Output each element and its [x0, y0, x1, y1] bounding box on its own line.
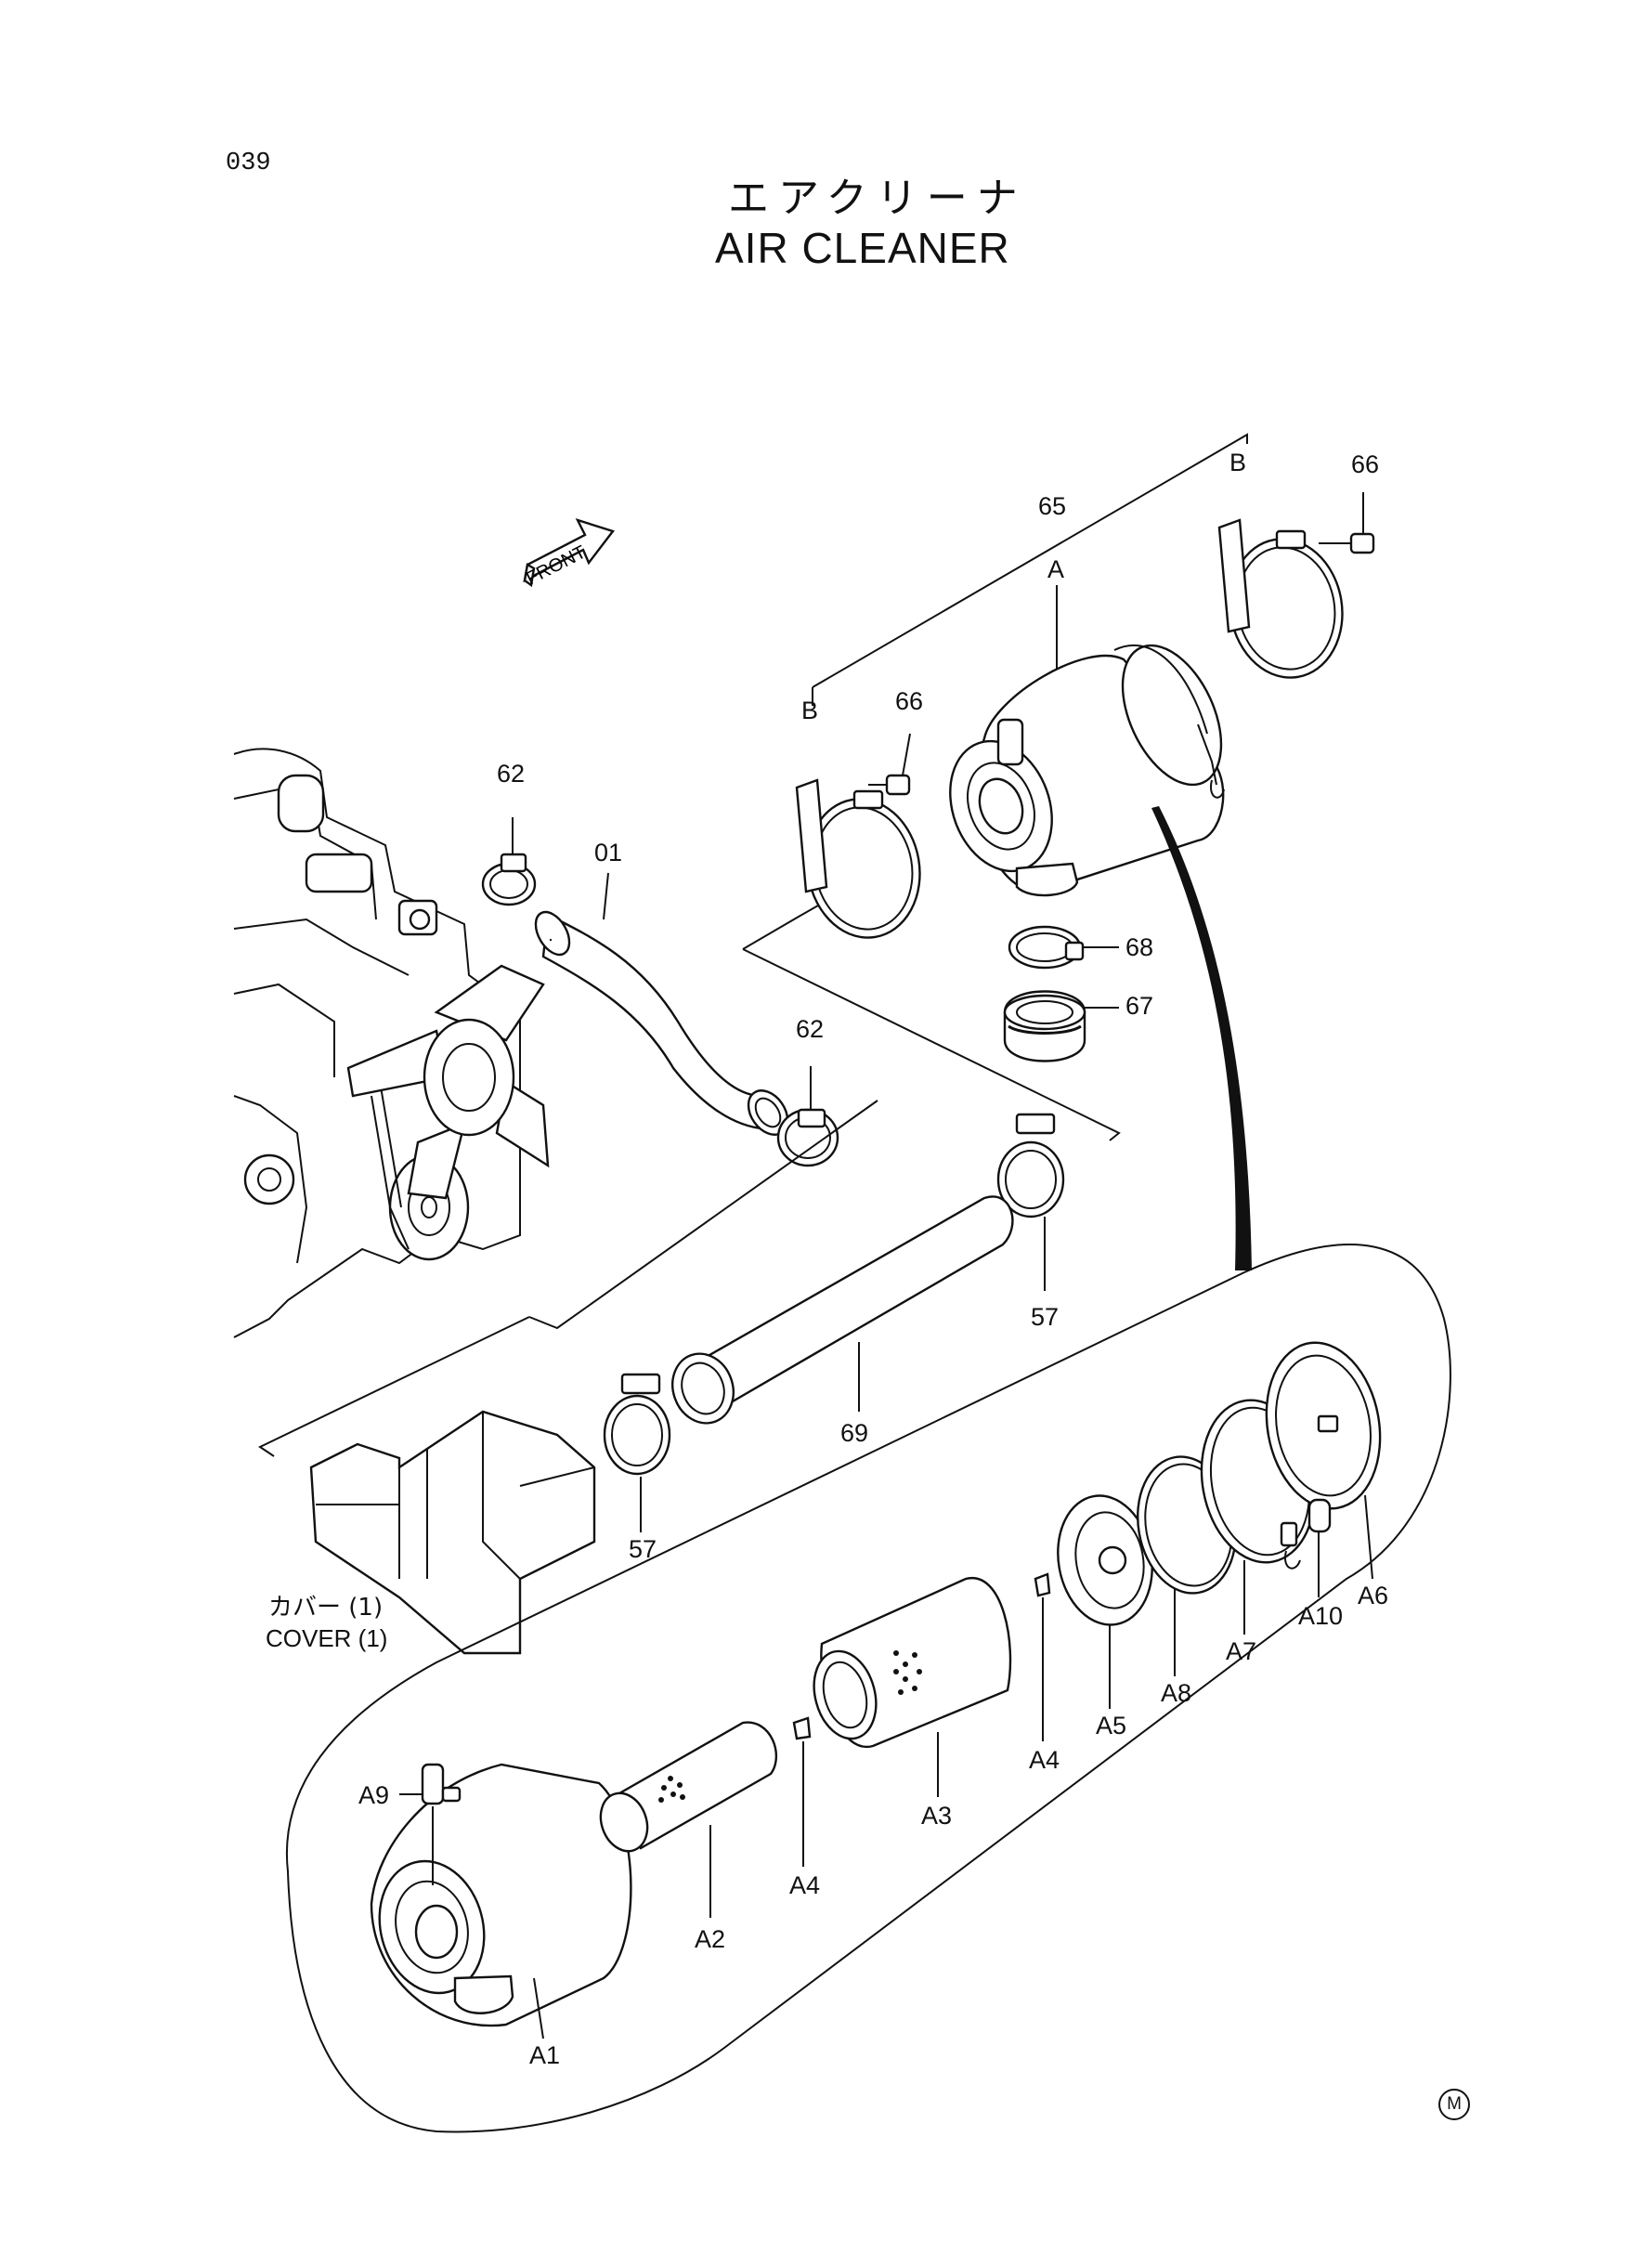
front-arrow-icon: FRONT [523, 518, 615, 589]
callout-a7: A7 [1226, 1637, 1257, 1665]
callout-68: 68 [1125, 933, 1154, 961]
callout-62-lower: 62 [796, 1015, 825, 1043]
safety-element-a2 [599, 1721, 778, 1918]
clamp-68 [1008, 925, 1119, 970]
callout-57-lower: 57 [629, 1535, 657, 1563]
footer-circled-mark: M [1438, 2089, 1470, 2120]
bolt-66-left [868, 733, 911, 796]
cover-note-japanese: カバー (1) [268, 1594, 384, 1622]
dust-cap-a6 [1265, 1341, 1382, 1580]
callout-a9: A9 [358, 1781, 390, 1809]
rubber-elbow-67 [1003, 990, 1119, 1062]
hose-clamp-57-lower [603, 1373, 671, 1532]
callout-b-left: B [801, 697, 819, 724]
callout-65: 65 [1038, 492, 1067, 520]
callout-66-right: 66 [1351, 450, 1380, 478]
main-element-a3 [813, 1576, 1012, 1797]
end-cover-a5 [1057, 1494, 1153, 1709]
callout-69: 69 [840, 1419, 869, 1447]
housing-a1 [370, 1763, 632, 2039]
wing-nut-a4-lower [792, 1716, 812, 1867]
callout-66-left: 66 [895, 687, 924, 715]
hose-clamp-62-upper [481, 817, 537, 906]
assembly-frame-lines [257, 433, 1248, 1457]
wing-nut-a4-upper [1034, 1572, 1051, 1741]
callout-a10: A10 [1298, 1602, 1344, 1630]
exploded-view-leader [1151, 806, 1252, 1270]
callout-a5: A5 [1096, 1712, 1127, 1739]
mounting-band-b-right [1217, 518, 1344, 679]
callout-a6: A6 [1358, 1582, 1389, 1609]
cover-box [309, 1410, 596, 1655]
callout-57-upper: 57 [1031, 1303, 1060, 1331]
top-leader-lines [550, 585, 1058, 941]
callout-b-right: B [1229, 449, 1247, 476]
callout-67: 67 [1125, 992, 1154, 1020]
bolt-66-right [1319, 492, 1375, 554]
indicator-a9 [399, 1763, 462, 1885]
exploded-view-outline [285, 1244, 1451, 2133]
callout-a1: A1 [529, 2041, 561, 2069]
engine-block [233, 748, 550, 1338]
callout-a4-upper: A4 [1029, 1746, 1060, 1774]
callout-62-upper: 62 [497, 760, 526, 788]
callout-a3: A3 [921, 1802, 953, 1830]
evacuator-valve-a10 [1307, 1498, 1332, 1597]
fan-icon [346, 964, 550, 1200]
hose-clamp-62-lower [776, 1066, 839, 1167]
page-number: 039 [226, 150, 271, 177]
callout-a2: A2 [695, 1925, 726, 1953]
air-cleaner-assembly-65 [949, 644, 1225, 897]
callout-01: 01 [594, 839, 623, 866]
hose-clamp-57-upper [996, 1113, 1065, 1291]
mounting-band-b-left [795, 778, 921, 939]
cover-note: COVER (1) [266, 1624, 388, 1652]
callout-a8: A8 [1161, 1679, 1192, 1707]
hose-69 [671, 1195, 1014, 1425]
callout-a: A [1047, 555, 1065, 583]
callout-a4-lower: A4 [789, 1871, 821, 1899]
page-title: AIR CLEANER [715, 224, 1010, 272]
page-title-japanese: エアクリーナ [728, 175, 1027, 222]
